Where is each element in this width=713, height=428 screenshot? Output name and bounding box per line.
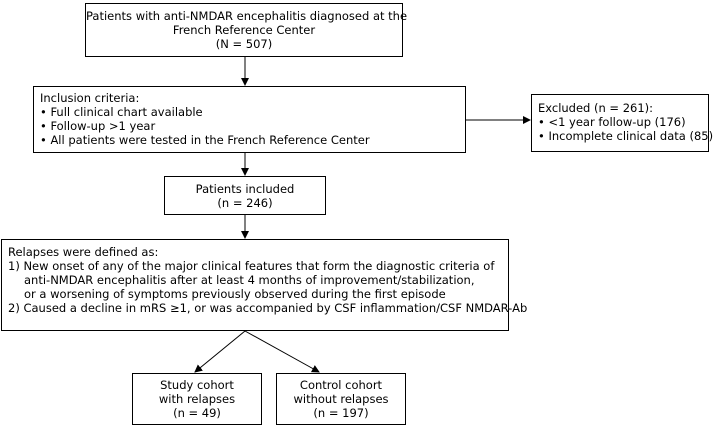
study-line-1: Study cohort <box>160 378 234 392</box>
total-line-3: (N = 507) <box>215 37 273 51</box>
relapse-title: Relapses were defined as: <box>8 245 159 259</box>
control-line-3: (n = 197) <box>313 406 369 420</box>
included-line-1: Patients included <box>195 181 295 196</box>
inclusion-item-1: • Full clinical chart available <box>40 105 203 119</box>
total-line-1: Patients with anti-NMDAR encephalitis di… <box>86 9 408 23</box>
study-line-2: with relapses <box>158 392 236 406</box>
control-line-2: without relapses <box>293 392 389 406</box>
box-control-cohort: Control cohort without relapses (n = 197… <box>276 373 406 425</box>
relapse-line-2: anti-NMDAR encephalitis after at least 4… <box>24 273 475 287</box>
control-line-1: Control cohort <box>299 378 383 392</box>
arrow-relapse-to-study <box>194 330 246 373</box>
total-line-2: French Reference Center <box>172 23 316 37</box>
box-total-patients: Patients with anti-NMDAR encephalitis di… <box>85 3 408 57</box>
inclusion-title: Inclusion criteria: <box>40 91 140 105</box>
box-study-cohort: Study cohort with relapses (n = 49) <box>132 373 262 425</box>
relapse-line-4: 2) Caused a decline in mRS ≥1, or was ac… <box>8 301 528 315</box>
inclusion-item-3: • All patients were tested in the French… <box>40 133 370 147</box>
box-patients-included: Patients included (n = 246) <box>164 176 326 215</box>
box-relapse-definition: Relapses were defined as: 1) New onset o… <box>1 239 528 331</box>
relapse-line-3: or a worsening of symptoms previously ob… <box>24 287 446 301</box>
study-line-3: (n = 49) <box>173 406 221 420</box>
excluded-item-2: • Incomplete clinical data (85) <box>538 129 713 143</box>
included-line-2: (n = 246) <box>217 195 273 210</box>
box-excluded: Excluded (n = 261): • <1 year follow-up … <box>531 94 713 152</box>
excluded-item-1: • <1 year follow-up (176) <box>538 115 686 129</box>
box-inclusion-criteria: Inclusion criteria: • Full clinical char… <box>33 86 466 153</box>
relapse-line-1: 1) New onset of any of the major clinica… <box>8 259 495 273</box>
excluded-title: Excluded (n = 261): <box>538 101 654 115</box>
inclusion-item-2: • Follow-up >1 year <box>40 119 156 133</box>
arrow-relapse-to-control <box>244 330 320 373</box>
